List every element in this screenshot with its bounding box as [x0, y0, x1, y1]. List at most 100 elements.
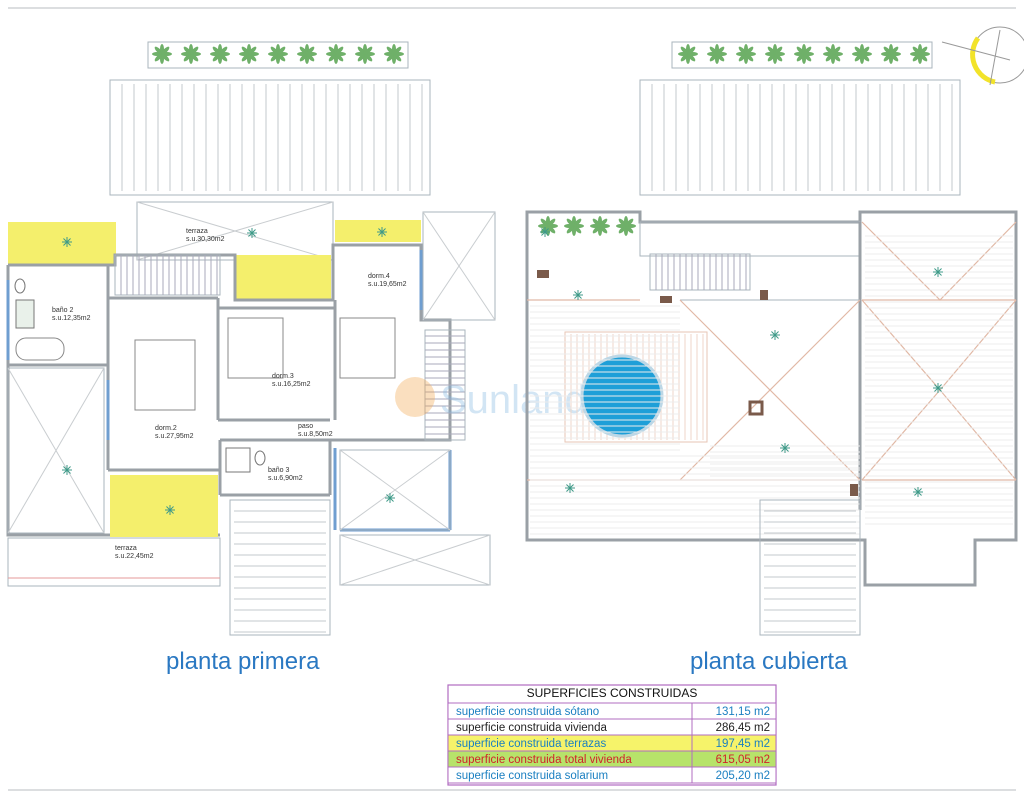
- palm-icon: [538, 216, 558, 236]
- watermark-sun-icon: [395, 377, 435, 417]
- table-row: superficie construida sótano 131,15 m2: [447, 702, 777, 720]
- palm-icon: [736, 44, 756, 64]
- room-area-dorm3: s.u.16,25m2: [272, 381, 311, 388]
- title-planta-cubierta: planta cubierta: [690, 648, 848, 675]
- terrace-yellow-south: [110, 475, 218, 537]
- watermark: Sunland: [395, 377, 587, 422]
- table-row-value: 286,45 m2: [716, 722, 770, 734]
- light-point-icon: [933, 383, 943, 393]
- terrace-yellow-ne: [335, 220, 421, 242]
- room-label-paso: paso: [298, 423, 313, 430]
- pergola-south-left: [229, 499, 331, 636]
- table-row-label: superficie construida total vivienda: [456, 754, 632, 766]
- table-row-value: 131,15 m2: [716, 706, 770, 718]
- table-row-value: 205,20 m2: [716, 770, 770, 782]
- light-point-icon: [377, 227, 387, 237]
- room-area-bano3: s.u.6,90m2: [268, 475, 303, 482]
- pergola-top-right: [639, 79, 961, 196]
- table-row-value: 615,05 m2: [716, 754, 770, 766]
- light-point-icon: [540, 227, 550, 237]
- planta-primera-plan: terraza s.u.30,30m2 dorm.4 s.u.19,65m2 b…: [6, 41, 496, 636]
- palm-icon: [616, 216, 636, 236]
- table-row: superficie construida total vivienda 615,…: [447, 750, 777, 768]
- watermark-text: Sunland: [440, 378, 587, 422]
- room-area-paso: s.u.8,50m2: [298, 431, 333, 438]
- table-row-label: superficie construida solarium: [456, 770, 608, 782]
- light-point-icon: [165, 505, 175, 515]
- terrace-yellow-center: [235, 255, 331, 300]
- top-planter-right: [671, 41, 933, 69]
- bathtub-icon: [15, 337, 65, 361]
- vent-icon-2: [660, 296, 672, 303]
- top-planter-left: [147, 41, 409, 69]
- shower-icon-bano3: [225, 447, 251, 473]
- palm-icon: [210, 44, 230, 64]
- table-title: SUPERFICIES CONSTRUIDAS: [527, 686, 698, 700]
- light-point-icon: [913, 487, 923, 497]
- room-label-terraza-top: terraza: [186, 228, 208, 235]
- terraza-bottom-area: [7, 537, 221, 587]
- room-area-terraza-bottom: s.u.22,45m2: [115, 553, 154, 560]
- room-label-dorm4: dorm.4: [368, 273, 390, 280]
- table-row-label: superficie construida terrazas: [456, 738, 606, 750]
- bed-dorm3-icon: [227, 317, 284, 379]
- north-compass-icon: [941, 26, 1024, 86]
- light-point-icon: [565, 483, 575, 493]
- palm-icon: [852, 44, 872, 64]
- room-label-dorm3: dorm.3: [272, 373, 294, 380]
- palm-icon: [239, 44, 259, 64]
- light-point-icon: [62, 465, 72, 475]
- palm-icon: [268, 44, 288, 64]
- palm-icon: [355, 44, 375, 64]
- light-point-icon: [770, 330, 780, 340]
- planta-cubierta-plan: [525, 26, 1024, 636]
- palm-icon: [678, 44, 698, 64]
- room-label-bano2: baño 2: [52, 307, 74, 314]
- pergola-south-right: [759, 499, 861, 636]
- table-row-label: superficie construida sótano: [456, 706, 599, 718]
- vent-icon-3: [760, 290, 768, 300]
- terrace-yellow-nw: [8, 222, 116, 264]
- palm-icon: [590, 216, 610, 236]
- palm-icon: [765, 44, 785, 64]
- light-point-icon: [385, 493, 395, 503]
- palm-icon: [794, 44, 814, 64]
- light-point-icon: [62, 237, 72, 247]
- palm-icon: [707, 44, 727, 64]
- palm-icon: [152, 44, 172, 64]
- stairs-left: [114, 254, 466, 441]
- bed-dorm2-icon: [134, 339, 196, 411]
- toilet-icon: [254, 450, 266, 466]
- light-point-icon: [780, 443, 790, 453]
- room-area-dorm2: s.u.27,95m2: [155, 433, 194, 440]
- room-label-dorm2: dorm.2: [155, 425, 177, 432]
- title-planta-primera: planta primera: [166, 648, 320, 675]
- light-point-icon: [247, 228, 257, 238]
- room-area-bano2: s.u.12,35m2: [52, 315, 91, 322]
- room-area-terraza-top: s.u.30,30m2: [186, 236, 225, 243]
- vent-icon-4: [850, 484, 858, 496]
- palm-icon: [910, 44, 930, 64]
- palm-icon: [564, 216, 584, 236]
- room-label-terraza-bottom: terraza: [115, 545, 137, 552]
- palm-icon: [881, 44, 901, 64]
- palm-icon: [326, 44, 346, 64]
- pergola-top-left: [109, 79, 431, 196]
- chimney-icon: [748, 400, 764, 416]
- palm-icon: [384, 44, 404, 64]
- palm-icon: [181, 44, 201, 64]
- vent-icon-1: [537, 270, 549, 278]
- light-point-icon: [933, 267, 943, 277]
- surfaces-table: SUPERFICIES CONSTRUIDAS superficie const…: [447, 684, 777, 786]
- room-label-bano3: baño 3: [268, 467, 290, 474]
- shower-icon: [15, 299, 35, 329]
- bed-dorm4-icon: [339, 317, 396, 379]
- palm-icon: [297, 44, 317, 64]
- toilet-icon-bano2: [14, 278, 26, 294]
- light-point-icon: [573, 290, 583, 300]
- table-row: superficie construida solarium 205,20 m2: [447, 766, 777, 784]
- room-area-dorm4: s.u.19,65m2: [368, 281, 407, 288]
